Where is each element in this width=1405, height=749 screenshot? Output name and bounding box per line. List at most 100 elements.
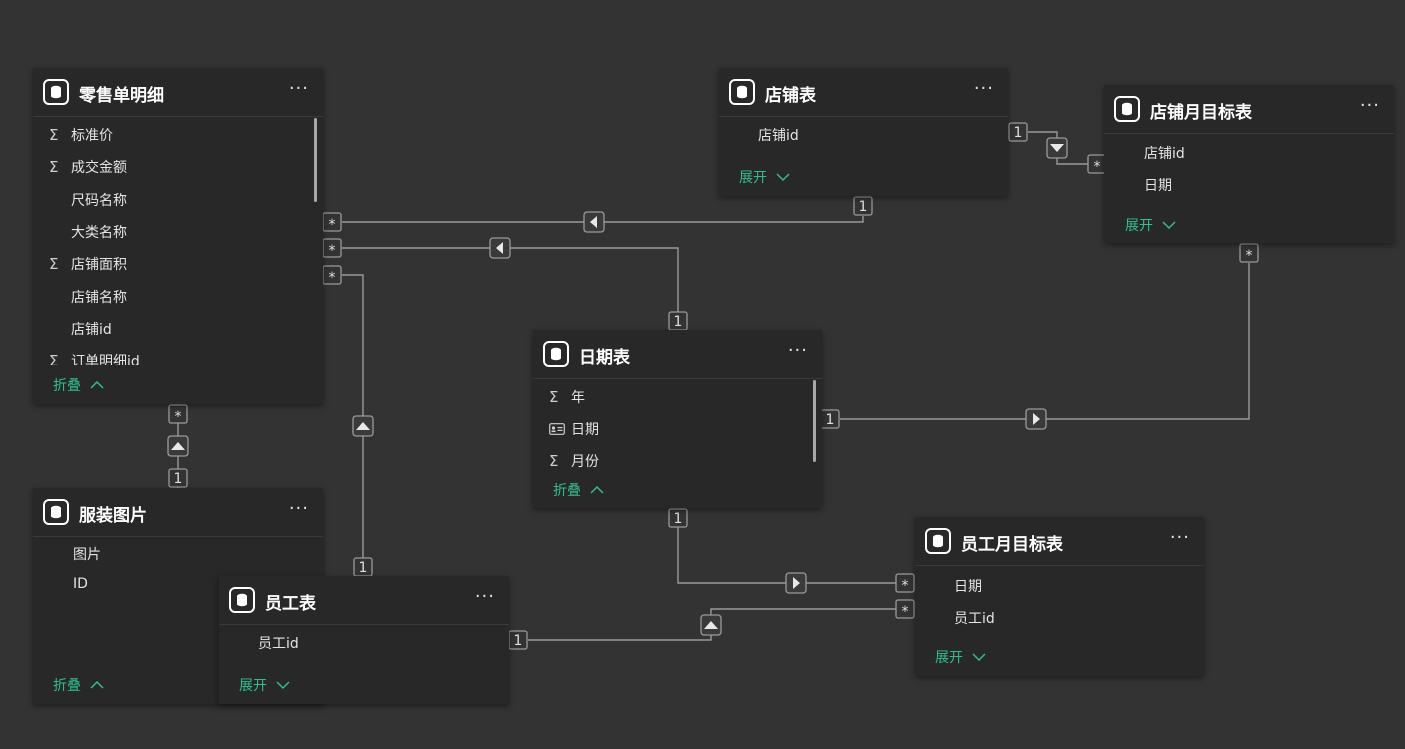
table-title: 店铺表 bbox=[765, 86, 816, 106]
field-row[interactable]: ID bbox=[51, 576, 88, 598]
more-options-icon[interactable]: ··· bbox=[1359, 95, 1380, 116]
table-card-header[interactable]: 员工表 ··· bbox=[219, 576, 509, 625]
expand-toggle[interactable]: 展开 bbox=[935, 647, 987, 667]
cardinality-many-label: * bbox=[902, 604, 909, 620]
field-label: 日期 bbox=[954, 579, 982, 595]
date-card-icon bbox=[549, 420, 571, 438]
field-row[interactable]: 尺码名称 bbox=[49, 190, 127, 212]
cardinality-one-marker: 1 bbox=[820, 409, 840, 429]
cardinality-many-marker: * bbox=[322, 265, 342, 286]
filter-direction-down-icon[interactable] bbox=[1046, 137, 1068, 159]
more-options-icon[interactable]: ··· bbox=[787, 340, 808, 361]
field-row[interactable]: 店铺名称 bbox=[49, 287, 127, 309]
table-card-header[interactable]: 店铺月目标表 ··· bbox=[1104, 85, 1394, 134]
field-row[interactable]: 员工id bbox=[258, 633, 299, 655]
collapse-label: 折叠 bbox=[553, 483, 581, 499]
chevron-up-icon bbox=[90, 680, 104, 689]
filter-direction-up-icon[interactable] bbox=[352, 415, 374, 437]
expand-toggle[interactable]: 展开 bbox=[1125, 215, 1177, 235]
field-label: 店铺面积 bbox=[71, 257, 127, 274]
field-row[interactable]: Σ 订单明细id bbox=[49, 351, 140, 365]
cardinality-many-label: * bbox=[1094, 159, 1101, 175]
field-row[interactable]: 日期 bbox=[549, 419, 599, 441]
more-options-icon[interactable]: ··· bbox=[474, 586, 495, 607]
filter-direction-right-icon[interactable] bbox=[1025, 408, 1047, 430]
field-row[interactable]: 店铺id bbox=[758, 125, 799, 147]
table-card-header[interactable]: 店铺表 ··· bbox=[719, 68, 1008, 117]
expand-label: 展开 bbox=[739, 170, 767, 186]
cardinality-many-label: * bbox=[329, 243, 336, 259]
expand-toggle[interactable]: 展开 bbox=[239, 675, 291, 695]
database-icon bbox=[229, 587, 255, 613]
sigma-icon: Σ bbox=[49, 352, 59, 365]
filter-direction-right-icon[interactable] bbox=[785, 572, 807, 594]
cardinality-one-label: 1 bbox=[174, 471, 183, 487]
cardinality-one-marker: 1 bbox=[668, 311, 688, 331]
table-card-header[interactable]: 零售单明细 ··· bbox=[33, 68, 323, 117]
filter-direction-up-icon[interactable] bbox=[700, 614, 722, 636]
chevron-down-icon bbox=[276, 681, 290, 690]
collapse-toggle[interactable]: 折叠 bbox=[53, 675, 105, 695]
more-options-icon[interactable]: ··· bbox=[1169, 527, 1190, 548]
table-card-header[interactable]: 员工月目标表 ··· bbox=[915, 517, 1204, 566]
field-row[interactable]: 图片 bbox=[51, 544, 101, 566]
chevron-up-icon bbox=[590, 485, 604, 494]
more-options-icon[interactable]: ··· bbox=[288, 498, 309, 519]
filter-direction-up-icon[interactable] bbox=[167, 435, 189, 457]
cardinality-one-marker: 1 bbox=[668, 508, 688, 528]
table-card-header[interactable]: 服装图片 ··· bbox=[33, 488, 323, 537]
scrollbar[interactable] bbox=[314, 118, 317, 202]
field-label: 订单明细id bbox=[71, 354, 140, 365]
field-row[interactable]: 日期 bbox=[954, 576, 982, 598]
field-label: 大类名称 bbox=[71, 224, 127, 241]
table-card-header[interactable]: 日期表 ··· bbox=[533, 330, 822, 379]
relationship-retail-employee bbox=[342, 274, 364, 558]
filter-direction-left-icon[interactable] bbox=[583, 211, 605, 233]
expand-label: 展开 bbox=[1125, 218, 1153, 234]
collapse-label: 折叠 bbox=[53, 678, 81, 694]
collapse-label: 折叠 bbox=[53, 378, 81, 394]
cardinality-many-marker: * bbox=[168, 404, 188, 425]
field-row[interactable]: 店铺id bbox=[1144, 143, 1185, 165]
cardinality-many-marker: * bbox=[895, 573, 915, 594]
field-row[interactable]: 员工id bbox=[954, 608, 995, 630]
collapse-toggle[interactable]: 折叠 bbox=[553, 480, 605, 500]
table-title: 员工表 bbox=[265, 594, 316, 614]
relationship-date-storetarget bbox=[840, 263, 1250, 420]
expand-toggle[interactable]: 展开 bbox=[739, 167, 791, 187]
more-options-icon[interactable]: ··· bbox=[973, 78, 994, 99]
cardinality-one-label: 1 bbox=[826, 412, 835, 428]
expand-label: 展开 bbox=[935, 650, 963, 666]
table-card-employee-target[interactable]: 员工月目标表 ··· 日期 员工id 展开 bbox=[915, 517, 1204, 676]
scrollbar[interactable] bbox=[813, 380, 816, 462]
sigma-icon: Σ bbox=[49, 126, 59, 144]
table-card-store[interactable]: 店铺表 ··· 店铺id 展开 bbox=[719, 68, 1008, 196]
more-options-icon[interactable]: ··· bbox=[288, 78, 309, 99]
table-card-store-target[interactable]: 店铺月目标表 ··· 店铺id 日期 展开 bbox=[1104, 85, 1394, 243]
cardinality-one-label: 1 bbox=[674, 314, 683, 330]
cardinality-one-marker: 1 bbox=[353, 557, 373, 577]
table-title: 服装图片 bbox=[79, 506, 147, 526]
table-card-employee[interactable]: 员工表 ··· 员工id 展开 bbox=[219, 576, 509, 704]
filter-direction-left-icon[interactable] bbox=[489, 237, 511, 259]
field-row[interactable]: 店铺id bbox=[49, 319, 112, 341]
field-row[interactable]: 日期 bbox=[1144, 175, 1172, 197]
database-icon bbox=[43, 79, 69, 105]
relationship-date-emptarget bbox=[677, 527, 896, 584]
cardinality-one-marker: 1 bbox=[168, 468, 188, 488]
cardinality-many-marker: * bbox=[322, 238, 342, 259]
chevron-down-icon bbox=[776, 173, 790, 182]
field-label: 店铺id bbox=[71, 321, 112, 338]
collapse-toggle[interactable]: 折叠 bbox=[53, 375, 105, 395]
field-label: 店铺名称 bbox=[71, 289, 127, 306]
field-row[interactable]: 大类名称 bbox=[49, 222, 127, 244]
field-label: 店铺id bbox=[758, 128, 799, 144]
